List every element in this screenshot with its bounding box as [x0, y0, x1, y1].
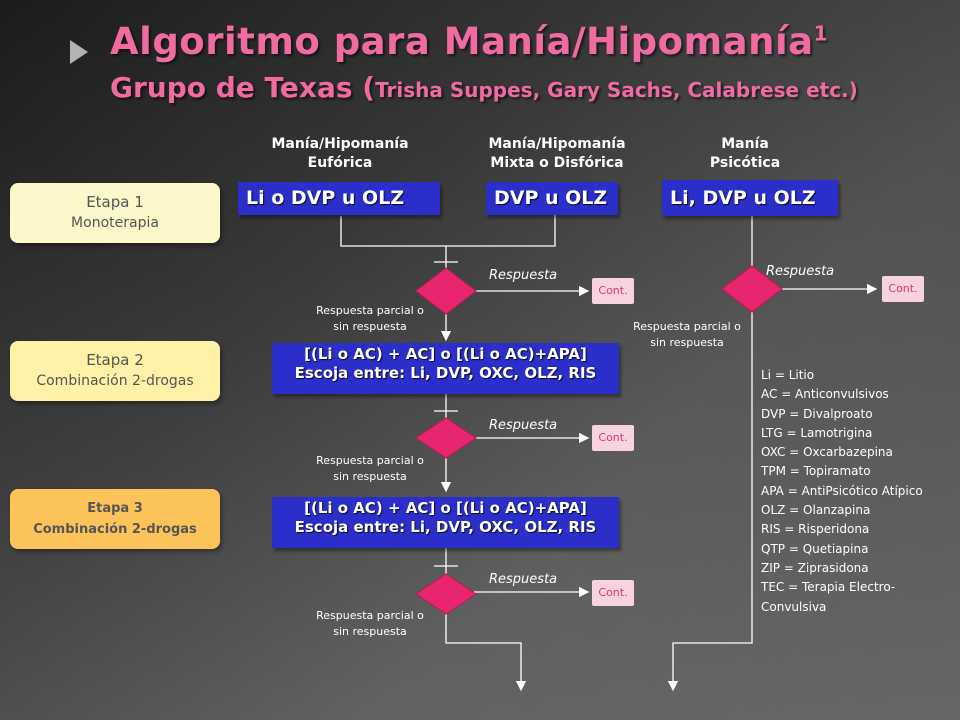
page-title: Algoritmo para Manía/Hipomanía1: [110, 20, 829, 63]
legend-item: OXC = Oxcarbazepina: [761, 445, 893, 460]
drug-box-euforica: Li o DVP u OLZ: [238, 182, 440, 215]
legend-item: QTP = Quetiapina: [761, 541, 869, 556]
legend-item: LTG = Lamotrigina: [761, 425, 873, 440]
cont-box-psicotica: Cont.: [882, 276, 924, 302]
legend-item: RIS = Risperidona: [761, 522, 870, 537]
legend-item: Convulsiva: [761, 599, 827, 614]
cont-box-stage1: Cont.: [592, 278, 634, 304]
cont-box-stage3: Cont.: [592, 580, 634, 606]
response-label-psicotica: Respuesta: [766, 264, 835, 279]
response-label-stage2: Respuesta: [489, 418, 558, 433]
legend-item: TEC = Terapia Electro-: [761, 580, 896, 595]
combo-box-stage2: [(Li o AC) + AC] o [(Li o AC)+APA]Escoja…: [272, 343, 619, 394]
decision-diamond-psicotica: [721, 265, 783, 313]
response-label-stage1: Respuesta: [489, 268, 558, 283]
drug-box-psicotica: Li, DVP u OLZ: [662, 180, 838, 216]
page-subtitle: Grupo de Texas (Trisha Suppes, Gary Sach…: [110, 71, 858, 104]
decision-diamond-stage2: [415, 417, 477, 459]
combo-box-stage3: [(Li o AC) + AC] o [(Li o AC)+APA]Escoja…: [272, 497, 619, 548]
decision-diamond-stage3: [415, 573, 477, 615]
cont-box-stage2: Cont.: [592, 425, 634, 451]
legend-item: TPM = Topiramato: [761, 464, 871, 479]
title-bullet-icon: [70, 40, 88, 64]
legend-item: APA = AntiPsicótico Atípico: [761, 483, 923, 498]
drug-box-mixta: DVP u OLZ: [486, 182, 618, 215]
legend-item: DVP = Divalproato: [761, 406, 873, 421]
legend-item: ZIP = Ziprasidona: [761, 560, 869, 575]
legend-item: Li = Litio: [761, 368, 815, 382]
response-label-stage3: Respuesta: [489, 572, 558, 587]
legend-item: OLZ = Olanzapina: [761, 503, 871, 518]
legend-item: AC = Anticonvulsivos: [761, 387, 889, 402]
decision-diamond-stage1: [415, 267, 477, 315]
abbreviation-legend: Li = Litio AC = Anticonvulsivos DVP = Di…: [761, 366, 923, 617]
